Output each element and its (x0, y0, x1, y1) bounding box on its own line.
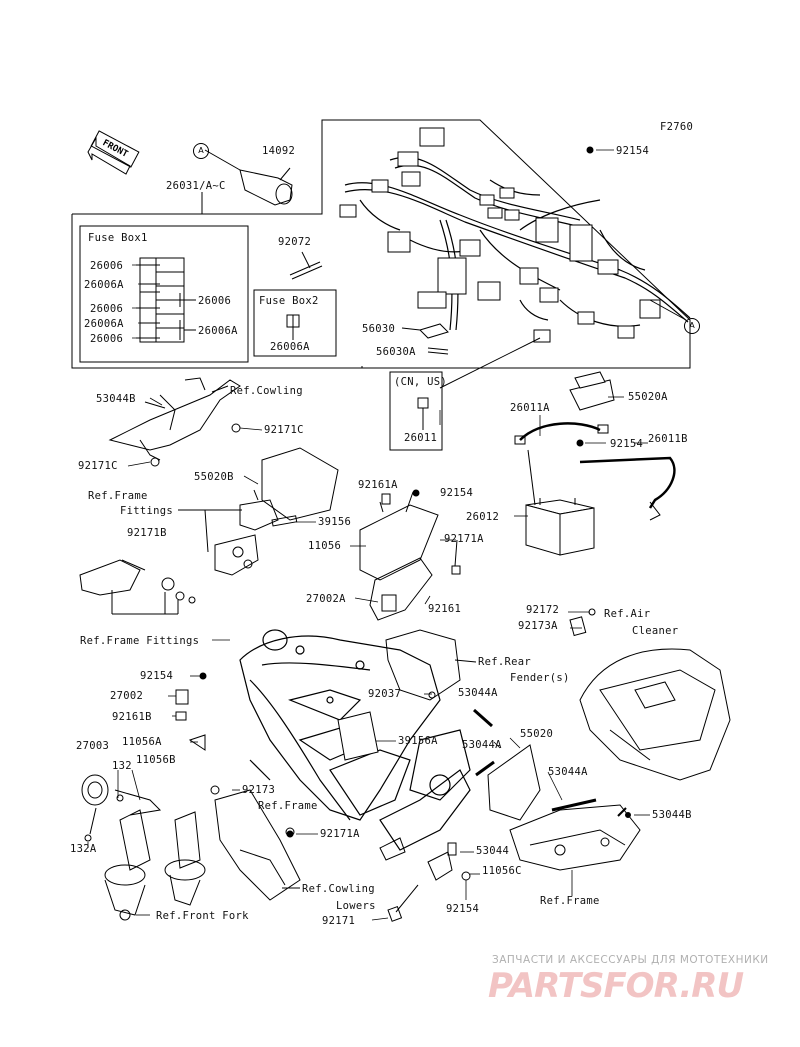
part-92154-low: 92154 (446, 903, 480, 915)
cn-us-frame (389, 371, 443, 451)
harness-connectors (339, 127, 661, 343)
part-11056: 11056 (308, 540, 342, 552)
rear-frame-right (509, 804, 641, 871)
part-53044: 53044 (476, 845, 510, 857)
fuse-box1-title: Fuse Box1 (88, 232, 148, 244)
part-14092: 14092 (262, 145, 296, 157)
ref-air-line1: Ref.Air (604, 608, 651, 620)
part-92161: 92161 (428, 603, 462, 615)
ref-frame-fittings-line2: Fittings (120, 505, 173, 517)
part-92173a: 92173A (518, 620, 558, 632)
part-92171: 92171 (322, 915, 356, 927)
part-11056a: 11056A (122, 736, 162, 748)
fuse-box1-frame (79, 225, 249, 363)
fuse2-26006a: 26006A (270, 341, 310, 353)
diagram-code: F2760 (660, 121, 694, 133)
fuse-26006-1: 26006 (90, 260, 124, 272)
fuse-26006a-right: 26006A (198, 325, 238, 337)
part-132: 132 (112, 760, 132, 772)
ref-frame-fittings-bottom: Ref.Frame Fittings (80, 635, 200, 647)
part-92171a-low: 92171A (320, 828, 360, 840)
part-92072: 92072 (278, 236, 312, 248)
callout-a-left: A (193, 143, 209, 159)
fuse-box2-title: Fuse Box2 (259, 295, 319, 307)
part-53044a-3: 53044A (548, 766, 588, 778)
horn-drawing (81, 774, 162, 842)
ref-cowling-lowers-line1: Ref.Cowling (302, 883, 375, 895)
part-56030: 56030 (362, 323, 396, 335)
part-26031: 26031/A~C (166, 180, 226, 192)
ref-air-line2: Cleaner (632, 625, 679, 637)
fuse-26006-3: 26006 (90, 333, 124, 345)
ref-frame-right: Ref.Frame (540, 895, 600, 907)
cowling-bracket (108, 377, 241, 467)
part-92161a: 92161A (358, 479, 398, 491)
part-53044b-right: 53044B (652, 809, 692, 821)
part-26012: 26012 (466, 511, 500, 523)
fuse-26006a-1: 26006A (84, 279, 124, 291)
leader-lines (87, 149, 650, 921)
part-27003: 27003 (76, 740, 110, 752)
part-92154-bat: 92154 (610, 438, 644, 450)
watermark-caption: ЗАПЧАСТИ И АКСЕССУАРЫ ДЛЯ МОТОТЕХНИКИ (492, 954, 769, 966)
part-92154-left: 92154 (140, 670, 174, 682)
part-92171b: 92171B (127, 527, 167, 539)
relay-assembly (359, 491, 461, 621)
part-39156: 39156 (318, 516, 352, 528)
92171b-bracket (79, 559, 196, 615)
part-53044a-2: 53044A (462, 739, 502, 751)
part-53044a-1: 53044A (458, 687, 498, 699)
part-92171c-right: 92171C (264, 424, 304, 436)
part-56030a: 56030A (376, 346, 416, 358)
part-26011a: 26011A (510, 402, 550, 414)
ref-cowling: Ref.Cowling (230, 385, 303, 397)
part-55020a: 55020A (628, 391, 668, 403)
watermark-logo: PARTSFOR.RU (488, 966, 744, 1006)
fuse-box2-frame (253, 289, 337, 357)
part-92172: 92172 (526, 604, 560, 616)
part-92161b: 92161B (112, 711, 152, 723)
fuse-26006-2: 26006 (90, 303, 124, 315)
ref-frame-fittings-line1: Ref.Frame (88, 490, 148, 502)
part-92154-top: 92154 (616, 145, 650, 157)
part-92037: 92037 (368, 688, 402, 700)
part-11056c: 11056C (482, 865, 522, 877)
ecu-bracket (214, 489, 279, 576)
ref-frame-mid: Ref.Frame (258, 800, 318, 812)
part-39156a: 39156A (398, 735, 438, 747)
fuse-26006-right: 26006 (198, 295, 232, 307)
part-92171a-mid: 92171A (444, 533, 484, 545)
part-132a: 132A (70, 843, 97, 855)
part-26011: 26011 (404, 432, 438, 444)
fuse-box1-drawing (136, 257, 196, 343)
part-55020: 55020 (520, 728, 554, 740)
fuse-26006a-2: 26006A (84, 318, 124, 330)
ref-rear-line2: Fender(s) (510, 672, 570, 684)
part-53044b-left: 53044B (96, 393, 136, 405)
part-92171c-left: 92171C (78, 460, 118, 472)
part-11056b: 11056B (136, 754, 176, 766)
front-fork-drawing (104, 809, 206, 921)
part-92173: 92173 (242, 784, 276, 796)
part-26011b: 26011B (648, 433, 688, 445)
part-92154-mid: 92154 (440, 487, 474, 499)
ref-cowling-lowers-line2: Lowers (336, 900, 376, 912)
harness-outline (71, 119, 691, 369)
part-27002a: 27002A (306, 593, 346, 605)
cn-us-title: (CN, US) (394, 376, 447, 388)
ref-front-fork: Ref.Front Fork (156, 910, 249, 922)
part-27002: 27002 (110, 690, 144, 702)
battery-drawing (525, 498, 595, 556)
ref-rear-line1: Ref.Rear (478, 656, 531, 668)
part-14092-drawing (239, 169, 293, 206)
air-cleaner-drawing (569, 608, 731, 781)
part-55020b: 55020B (194, 471, 234, 483)
callout-a-right: A (684, 318, 700, 334)
